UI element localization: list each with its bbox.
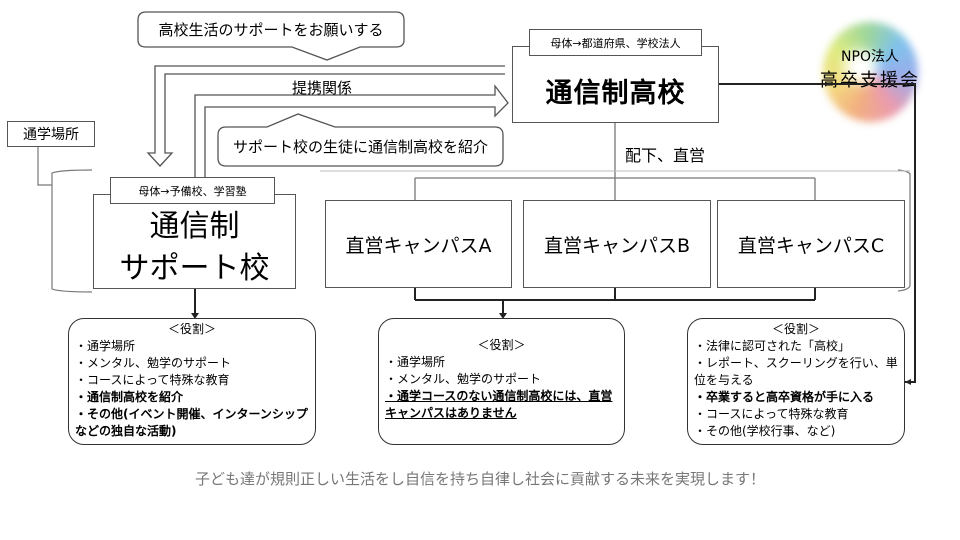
logo-watercolor [823,22,918,122]
mission-statement: 子ども達が規則正しい生活をし自信を持ち自律し社会に貢献する未来を実現します！ [194,470,765,488]
role-item: ・通学場所 [75,339,136,353]
arrowhead-campus-role [499,313,507,319]
commute-place-label: 通学場所 [7,121,95,147]
role-item: ・通学コースのない通信制高校には、直営キャンパスはありません [385,389,613,420]
callout-request: 高校生活のサポートをお願いする [158,21,384,39]
campus-role-box: ＜役割＞ ・通学場所 ・メンタル、勉学のサポート ・通学コースのない通信制高校に… [378,318,625,445]
callout-introduce: サポート校の生徒に通信制高校を紹介 [232,138,488,156]
role-item: ・その他(イベント開催、インターンシップなどの独自な活動) [75,407,308,438]
logo-line2: 高卒支援会 [820,70,920,91]
arrowhead-support-role [191,313,199,319]
campus-a-box: 直営キャンパスA [325,200,512,288]
role-item: ・法律に認可された「高校」 [694,339,851,353]
highschool-parent-tag: 母体→都道府県、学校法人 [529,29,702,56]
role-item: ・その他(学校行事、など) [694,424,836,438]
partnership-label: 提携関係 [292,79,353,97]
callout-introduce-shape [217,113,504,167]
line-campus-to-role [414,288,816,314]
line-subordinate-tree [414,123,816,200]
role-item: ・通学場所 [385,355,446,369]
line-commute-label [37,147,52,186]
campus-c-box: 直営キャンパスC [717,200,905,288]
support-school-title-1: 通信制 [149,208,240,244]
role-heading: ＜役割＞ [167,322,216,336]
support-school-title-2: サポート校 [119,250,270,286]
role-item: ・卒業すると高卒資格が手に入る [694,390,875,404]
hollow-arrow-request [146,65,505,167]
campus-b-box: 直営キャンパスB [523,200,711,288]
highschool-role-box: ＜役割＞ ・法律に認可された「高校」 ・レポート、スクーリングを行い、単位を与え… [687,318,905,445]
npo-logo: NPO法人 高卒支援会 [815,22,925,127]
role-heading: ＜役割＞ [771,322,820,336]
support-role-box: ＜役割＞ ・通学場所 ・メンタル、勉学のサポート ・コースによって特殊な教育 ・… [68,318,316,445]
role-heading: ＜役割＞ [477,338,526,352]
callout-request-shape [137,11,405,61]
highschool-title: 通信制高校 [545,78,686,109]
subordinate-label: 配下、直営 [625,146,706,165]
bracket-left [51,169,93,293]
role-item: ・コースによって特殊な教育 [694,407,849,421]
role-item: ・メンタル、勉学のサポート [385,372,542,386]
role-item: ・メンタル、勉学のサポート [75,356,232,370]
support-school-box: 通信制 サポート校 [93,194,296,289]
support-parent-tag: 母体→予備校、学習塾 [110,177,275,204]
hollow-arrow-introduce [194,84,509,192]
logo-line1: NPO法人 [841,49,899,65]
highschool-box: 通信制高校 [512,46,719,123]
role-item: ・レポート、スクーリングを行い、単位を与える [694,356,898,387]
role-item: ・コースによって特殊な教育 [75,373,230,387]
role-item: ・通信制高校を紹介 [75,390,184,404]
arrowhead-highschool-role [905,379,911,385]
